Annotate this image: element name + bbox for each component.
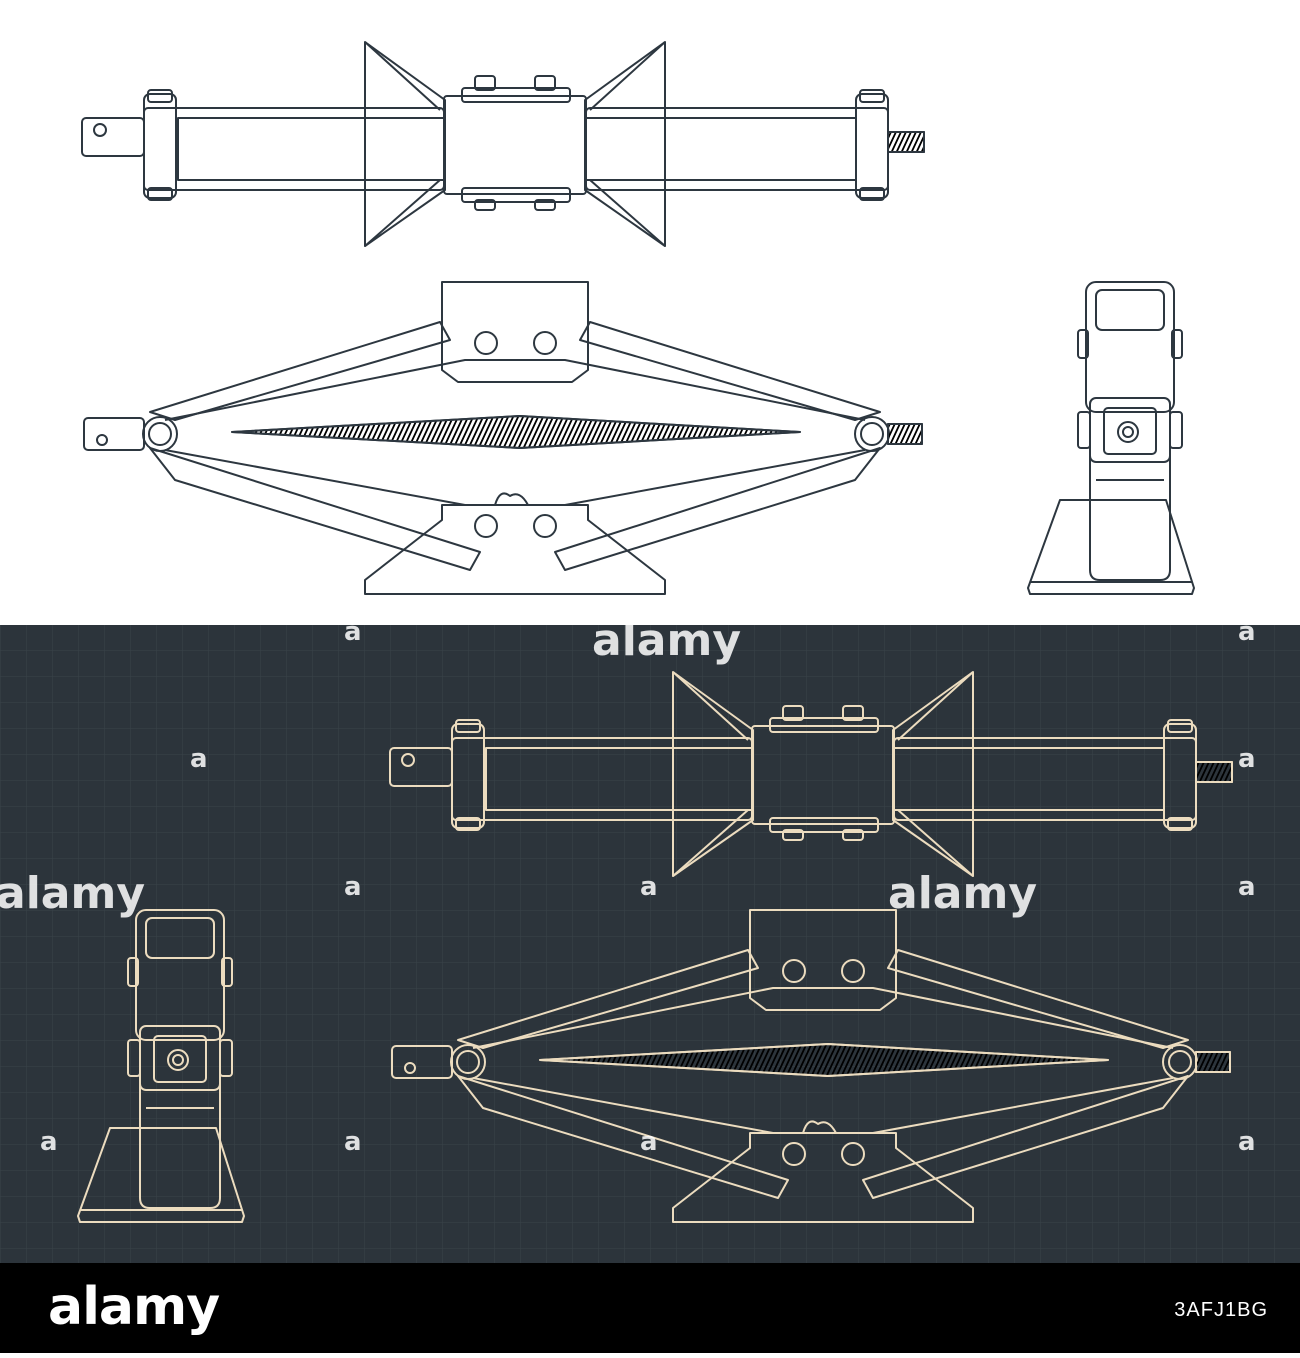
footer-bar: alamy 3AFJ1BG [0,1263,1300,1353]
watermark-word: alamy [888,868,1037,919]
watermark-mark: a [344,872,362,902]
footer-image-id: 3AFJ1BG [1174,1299,1268,1321]
watermark-mark: a [1238,1127,1256,1157]
light-panel [0,0,1300,625]
watermark-mark: a [190,744,208,774]
watermark-mark: a [344,617,362,647]
watermark-mark: a [1238,872,1256,902]
watermark-mark: a [1238,744,1256,774]
watermark-mark: a [640,1127,658,1157]
footer-brand-logo: alamy [48,1277,220,1337]
watermark-word: alamy [0,868,145,919]
watermark-mark: a [1238,617,1256,647]
watermark-mark: a [344,1127,362,1157]
watermark-mark: a [40,1127,58,1157]
dark-panel [0,625,1300,1263]
watermark-layer: alamy alamy alamy a a a a a a a a a a a [0,615,1256,1157]
watermark-word: alamy [592,615,741,666]
watermark-mark: a [640,872,658,902]
